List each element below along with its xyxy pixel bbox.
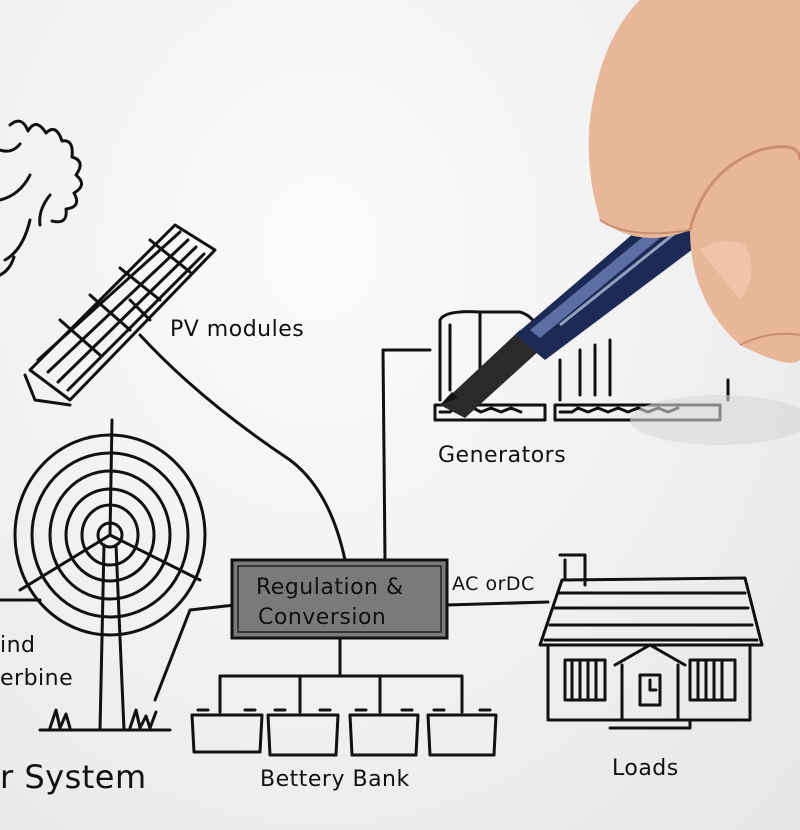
regulation-label-line2: Conversion [258,605,386,630]
regulation-label-line1: Regulation & [256,575,404,600]
system-label: r System [0,758,147,796]
loads-wire [445,600,550,607]
house-icon [538,553,764,730]
wind-wire [153,603,237,702]
loads-label: Loads [612,756,679,781]
hand-holding-pen [440,0,800,445]
battery-wires [218,636,464,714]
ac-dc-label: AC orDC [452,573,535,595]
wind-label-line2: erbine [0,666,73,691]
generators-label: Generators [438,443,566,468]
pv-modules-label: PV modules [170,317,304,342]
wind-label-line1: ind [0,633,36,658]
wind-turbine-icon [0,418,207,732]
pv-wire [138,333,347,562]
battery-bank-label: Bettery Bank [260,767,410,792]
solar-panel-icon [23,223,217,407]
generator-wire [381,348,432,562]
sun-icon [0,119,83,277]
regulation-box [230,558,449,640]
battery-icon [190,708,498,757]
